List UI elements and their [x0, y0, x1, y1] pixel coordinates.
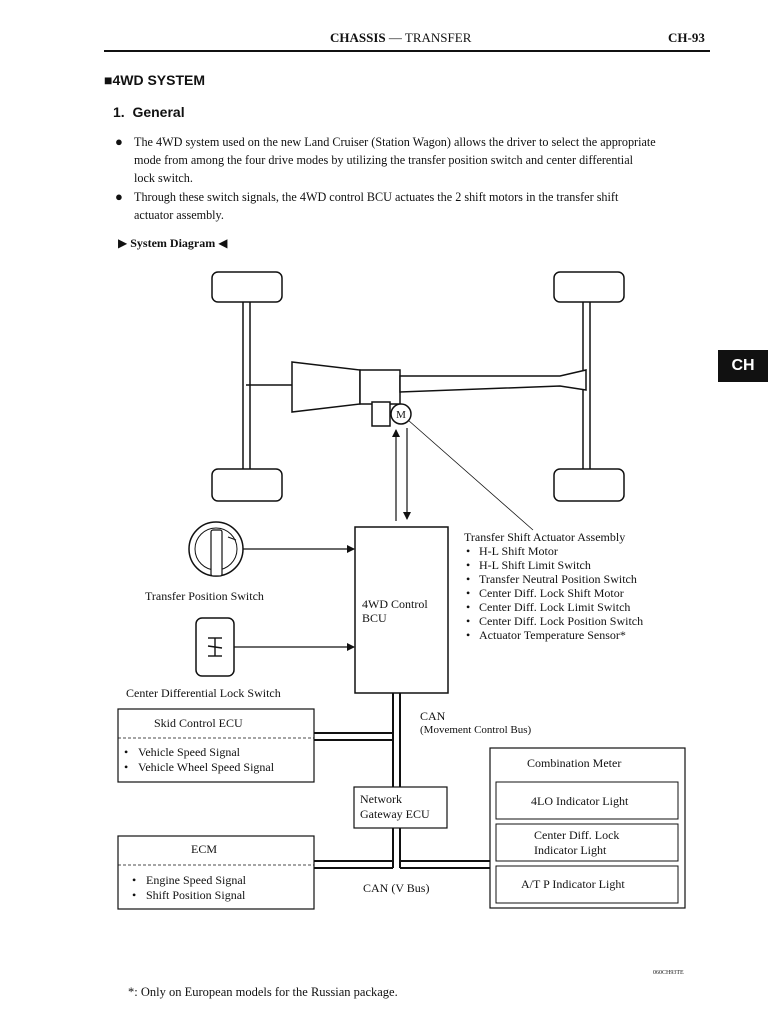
control-bcu-box — [354, 526, 449, 694]
bullet-line: Through these switch signals, the 4WD co… — [134, 190, 619, 204]
indicator-center-diff-line1: Center Diff. Lock — [534, 828, 619, 842]
transfer-position-switch-icon — [188, 521, 244, 577]
actuator-bullet: • — [466, 614, 470, 628]
actuator-bullet: • — [466, 600, 470, 614]
diff-lock-glyph — [207, 637, 223, 657]
actuator-bullet: • — [466, 572, 470, 586]
combination-meter-title: Combination Meter — [527, 756, 621, 770]
bullet-line: lock switch. — [134, 171, 193, 185]
actuator-item: Transfer Neutral Position Switch — [479, 572, 637, 586]
can-label: CAN — [420, 709, 446, 723]
vehicle-chassis — [211, 271, 625, 502]
skid-item: Vehicle Wheel Speed Signal — [138, 760, 275, 774]
motor-symbol: M — [396, 409, 406, 421]
subsection-title: 1. General — [113, 104, 185, 120]
can-sublabel: (Movement Control Bus) — [420, 724, 532, 736]
rear-propeller-shaft — [399, 369, 587, 393]
bullet-line: actuator assembly. — [134, 208, 224, 222]
bullet-line: mode from among the four drive modes by … — [134, 153, 633, 167]
ecm-bullet: • — [132, 873, 136, 887]
skid-item: Vehicle Speed Signal — [138, 745, 241, 759]
actuator-item: H-L Shift Limit Switch — [479, 558, 591, 572]
can-bus-lines — [314, 693, 490, 869]
shift-motor — [390, 403, 412, 425]
header-subsection: TRANSFER — [404, 30, 472, 45]
skid-bullet: • — [124, 745, 128, 759]
actuator-item: Center Diff. Lock Shift Motor — [479, 586, 624, 600]
page-number: CH-93 — [668, 30, 705, 45]
arrow-left-icon: ◀ — [218, 236, 228, 250]
bullet-dot: ● — [115, 189, 123, 204]
side-tab: CH — [718, 350, 768, 382]
indicator-4lo-label: 4LO Indicator Light — [531, 794, 629, 808]
ecm-box — [117, 835, 315, 910]
indicator-box-at-p — [495, 865, 679, 904]
actuator-bullet: • — [466, 628, 470, 642]
transmission-body — [291, 361, 361, 413]
actuator-bullet: • — [466, 558, 470, 572]
gateway-label-line2: Gateway ECU — [360, 807, 430, 821]
arrow-right-icon: ▶ — [118, 236, 128, 250]
skid-control-title: Skid Control ECU — [154, 716, 243, 730]
actuator-leader-line — [407, 419, 534, 531]
running-header: CHASSIS — TRANSFER — [330, 30, 471, 46]
actuator-item: Center Diff. Lock Limit Switch — [479, 600, 630, 614]
wheel-rear-bottom — [553, 468, 625, 502]
header-section: CHASSIS — [330, 30, 386, 45]
section-title: ■4WD SYSTEM — [104, 72, 206, 88]
can-v-bus-label: CAN (V Bus) — [363, 881, 429, 895]
wheel-rear-top — [553, 271, 625, 303]
wheel-front-bottom — [211, 468, 283, 502]
figure-code: 060CH93TE — [653, 970, 684, 976]
actuator-bullet: • — [466, 544, 470, 558]
actuator-assembly-title: Transfer Shift Actuator Assembly — [464, 530, 625, 544]
bullet-line: The 4WD system used on the new Land Crui… — [134, 135, 656, 149]
ecm-item: Shift Position Signal — [146, 888, 246, 902]
actuator-bullet: • — [466, 586, 470, 600]
indicator-box-4lo — [495, 781, 679, 820]
transfer-position-switch-label: Transfer Position Switch — [145, 589, 264, 603]
actuator-item: Center Diff. Lock Position Switch — [479, 614, 643, 628]
indicator-center-diff-line2: Indicator Light — [534, 843, 607, 857]
control-bcu-label-line2: BCU — [362, 611, 387, 625]
gateway-ecu-box — [353, 786, 448, 829]
ecm-bullet: • — [132, 888, 136, 902]
header-rule — [104, 50, 710, 52]
skid-bullet: • — [124, 760, 128, 774]
indicator-at-p-label: A/T P Indicator Light — [521, 877, 625, 891]
control-bcu-label-line1: 4WD Control — [362, 597, 428, 611]
gateway-label-line1: Network — [360, 792, 402, 806]
diagram-heading: ▶ System Diagram ◀ — [118, 236, 227, 251]
actuator-item: H-L Shift Motor — [479, 544, 558, 558]
bullet-dot: ● — [115, 134, 123, 149]
actuator-item: Actuator Temperature Sensor* — [479, 628, 626, 642]
actuator-assembly-items: • H-L Shift Motor • H-L Shift Limit Swit… — [466, 544, 643, 642]
center-diff-lock-switch-label: Center Differential Lock Switch — [126, 686, 281, 700]
indicator-box-center-diff — [495, 823, 679, 862]
diagram-heading-text: System Diagram — [130, 236, 216, 250]
ecm-title: ECM — [191, 842, 217, 856]
actuator-housing — [371, 401, 391, 427]
footnote: *: Only on European models for the Russi… — [128, 985, 398, 999]
transfer-case — [359, 369, 401, 405]
header-separator: — — [385, 30, 405, 45]
skid-control-ecu-box — [117, 708, 315, 783]
ecm-item: Engine Speed Signal — [146, 873, 247, 887]
wheel-front-top — [211, 271, 283, 303]
